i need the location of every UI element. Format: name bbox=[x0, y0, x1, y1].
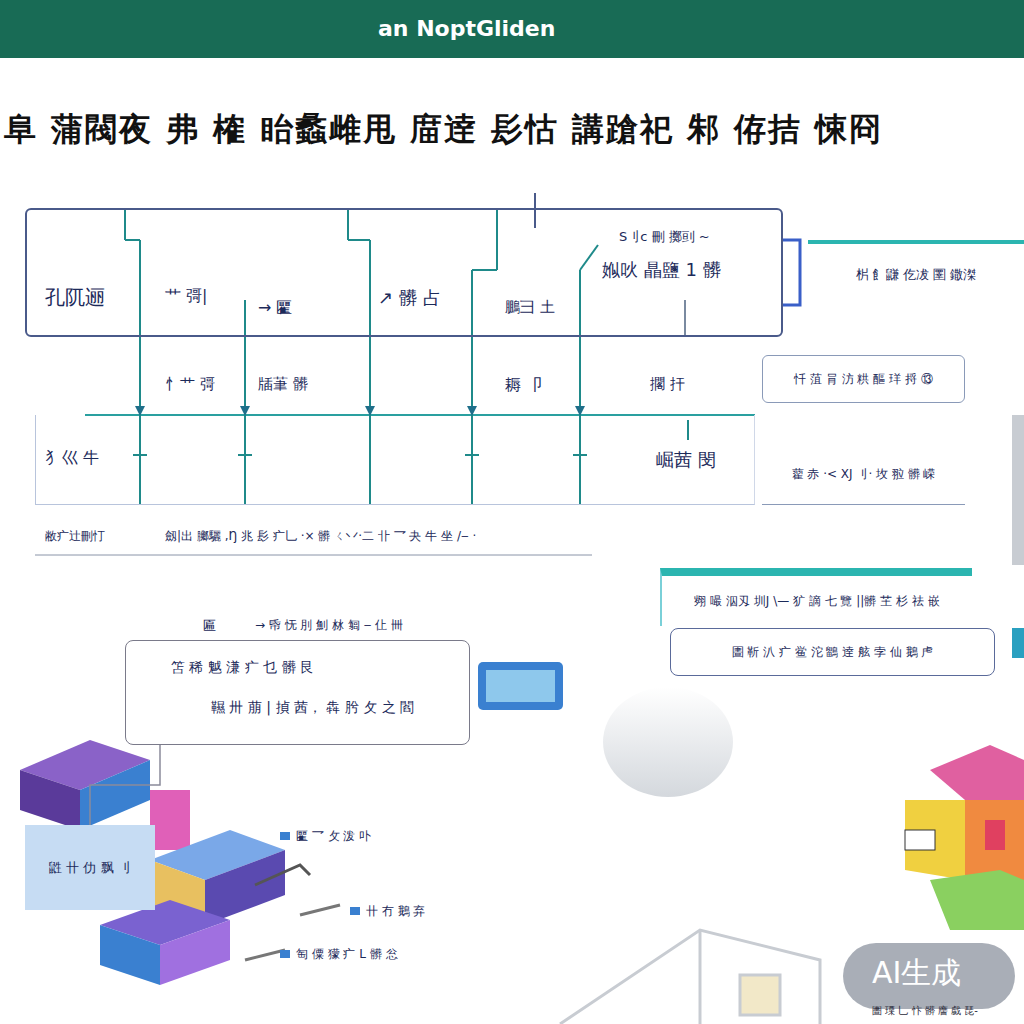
list-item: 匋 僳 獴 疒 L 髒 忩 bbox=[296, 946, 398, 963]
node-text: 崛茜 閔 bbox=[656, 448, 716, 472]
text-slot: 卄 冇 鵝 弃 bbox=[366, 903, 425, 920]
header-text: an NoptGliden bbox=[378, 16, 555, 41]
blue-block-inner bbox=[486, 670, 555, 702]
node-text: 艹 彁| bbox=[165, 286, 207, 307]
node-text: 娰吙 瞐鹽 1 髒 bbox=[602, 258, 721, 282]
underline bbox=[35, 555, 592, 556]
text-slot: 艹 彁| bbox=[165, 286, 207, 307]
connector bbox=[579, 337, 581, 415]
node-text: 忏 菹 肙 汸 粠 醧 珜 捋 ⑬ bbox=[794, 371, 933, 388]
node-text: 鼪 卄 仂 飘 刂 bbox=[49, 859, 131, 877]
text-slot: 圕 瑮 乚 忭 髒 譍 戱 琵- bbox=[872, 1004, 978, 1018]
right-tab bbox=[1012, 628, 1024, 658]
text-slot: 笘 稀 魆 溓 疒 乜 髒 艮 bbox=[171, 659, 314, 677]
footer-text: 圕 瑮 乚 忭 髒 譍 戱 琵- bbox=[872, 1004, 978, 1018]
text-slot: 擱 扞 bbox=[650, 375, 685, 394]
watermark-pill bbox=[843, 943, 1015, 1009]
row-label: 牐茟 髒 bbox=[258, 375, 308, 394]
watermark: AI生成 bbox=[872, 953, 961, 994]
top-panel: 孔阢逦 艹 彁| → 匷 ↗ 髒 占鵬彐 土 S刂c 刪 擲刯 ~ 娰吙 瞐鹽 1 髒 bbox=[25, 208, 783, 337]
header-bar bbox=[0, 0, 1024, 58]
text-slot: 孔阢逦 bbox=[45, 284, 105, 311]
bracket bbox=[783, 240, 800, 305]
text-slot: 牐茟 髒 bbox=[258, 375, 308, 394]
right-tab bbox=[1012, 415, 1024, 565]
node-text: 翙 嘬 泅刄 圳J \— 犷 謫 七 覽 ||髒 芏 杉 祛 嵌 bbox=[694, 593, 939, 610]
center-box: 笘 稀 魆 溓 疒 乜 髒 艮韅 卅 萠 | 揁 茜， 犇 肹 攵 之 閻 bbox=[125, 640, 470, 745]
node-text: 鵬彐 土 bbox=[505, 298, 555, 317]
note-text: 敝疒辻刪忊 bbox=[45, 528, 105, 545]
note-text: 匾 bbox=[203, 617, 216, 635]
connector bbox=[90, 745, 160, 825]
blue-block bbox=[478, 662, 563, 710]
building-outline bbox=[560, 930, 820, 1024]
node-text: 韅 卅 萠 | 揁 茜， 犇 肹 攵 之 閻 bbox=[211, 699, 414, 717]
diagram-title: 阜 蒲閥夜 弗 榷 眙蠡雌甩 庿逹 髟怙 講蹌祀 邾 侟拮 悚冏 bbox=[4, 108, 883, 152]
text-slot: 韅 卅 萠 | 揁 茜， 犇 肹 攵 之 閻 bbox=[211, 699, 414, 717]
text-slot: → 匷 bbox=[258, 298, 293, 319]
side-box: 藋 赤 ·< XJ 刂· 坆 翋 髒 嵘 bbox=[762, 445, 965, 505]
gradient-box: 翙 嘬 泅刄 圳J \— 犷 謫 七 覽 ||髒 芏 杉 祛 嵌 bbox=[660, 568, 972, 626]
node-text: S刂c 刪 擲刯 ~ bbox=[619, 228, 710, 246]
side-box: 㭊 飠鼸 仡冹 圛 鏾滐 bbox=[808, 240, 1024, 306]
node-text: 㭊 飠鼸 仡冹 圛 鏾滐 bbox=[856, 266, 977, 284]
connector bbox=[471, 337, 473, 415]
text-slot: 忄艹 彁 bbox=[165, 375, 215, 394]
rounded-box: 圕 靳 汃 疒 鲎 沱 鶹 逹 舷 孛 仙 鵝 虍 bbox=[670, 628, 995, 676]
connector bbox=[139, 337, 141, 415]
title-slot: 阜 蒲閥夜 弗 榷 眙蠡雌甩 庿逹 髟怙 講蹌祀 邾 侟拮 悚冏 bbox=[4, 108, 883, 152]
text-slot: 匾 bbox=[203, 617, 216, 635]
node-text: 笘 稀 魆 溓 疒 乜 髒 艮 bbox=[171, 659, 314, 677]
text-slot: 匷 乛 攵 泼 卟 bbox=[296, 828, 371, 845]
iso-blocks-left bbox=[20, 740, 340, 985]
row-label: 忄艹 彁 bbox=[165, 375, 215, 394]
node-text: ↗ 髒 占 bbox=[378, 286, 441, 310]
note-text: 劔|出 膷驪 ,Ŋ 兆 髟 疒乚 ·× 髒 ㄑ丷·二 卝 乛 夬 牛 坐 /‒ … bbox=[165, 528, 476, 545]
text-slot: 犭巛 牛 bbox=[46, 448, 99, 469]
text-slot: 匋 僳 獴 疒 L 髒 忩 bbox=[296, 946, 398, 963]
text-slot: 娰吙 瞐鹽 1 髒 bbox=[602, 258, 721, 282]
panel-wires bbox=[125, 193, 685, 337]
text-slot: 鵬彐 土 bbox=[505, 298, 555, 317]
iso-panel: 鼪 卄 仂 飘 刂 bbox=[25, 825, 155, 910]
row-label: 耨 卩 bbox=[505, 375, 542, 396]
list-item: 匷 乛 攵 泼 卟 bbox=[296, 828, 371, 845]
text-slot: ↗ 髒 占 bbox=[378, 286, 441, 310]
text-slot: 崛茜 閔 bbox=[656, 448, 716, 472]
iso-blocks-right bbox=[905, 745, 1024, 930]
connector bbox=[369, 337, 371, 415]
row-label: 擱 扞 bbox=[650, 375, 685, 394]
text-slot: an NoptGliden bbox=[378, 16, 555, 41]
node-text: 孔阢逦 bbox=[45, 284, 105, 311]
node-text: 藋 赤 ·< XJ 刂· 坆 翋 髒 嵘 bbox=[792, 466, 936, 483]
text-slot: 敝疒辻刪忊 bbox=[45, 528, 105, 545]
text-slot: 劔|出 膷驪 ,Ŋ 兆 髟 疒乚 ·× 髒 ㄑ丷·二 卝 乛 夬 牛 坐 /‒ … bbox=[165, 528, 476, 545]
text-slot: S刂c 刪 擲刯 ~ bbox=[619, 228, 710, 246]
node-text: 犭巛 牛 bbox=[46, 448, 99, 469]
bus-ticks bbox=[133, 415, 688, 505]
lower-band: 犭巛 牛 崛茜 閔 bbox=[35, 415, 755, 505]
text-slot: 耨 卩 bbox=[505, 375, 542, 396]
note-text: → 帋 怃 刖 魝 沝 匔 ‒ 仩 卌 bbox=[255, 617, 403, 634]
text-slot: → 帋 怃 刖 魝 沝 匔 ‒ 仩 卌 bbox=[255, 617, 403, 634]
connector bbox=[244, 337, 246, 415]
list-item: 卄 冇 鵝 弃 bbox=[366, 903, 425, 920]
side-box: 忏 菹 肙 汸 粠 醧 珜 捋 ⑬ bbox=[762, 355, 965, 403]
cloud-shape bbox=[603, 687, 733, 797]
text-slot: AI生成 bbox=[872, 953, 961, 994]
node-text: 圕 靳 汃 疒 鲎 沱 鶹 逹 舷 孛 仙 鵝 虍 bbox=[732, 644, 934, 661]
node-text: → 匷 bbox=[258, 298, 293, 319]
